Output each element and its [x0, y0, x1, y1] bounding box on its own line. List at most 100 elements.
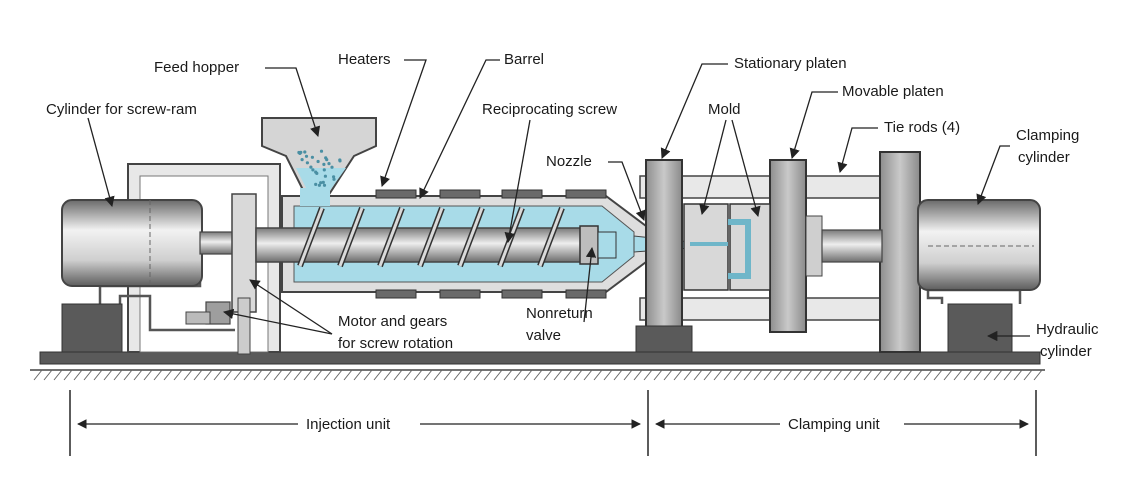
- hatch-line: [704, 370, 712, 380]
- hatch-line: [834, 370, 842, 380]
- pellet: [317, 160, 320, 163]
- label-cylinder-screw-ram: Cylinder for screw-ram: [46, 101, 197, 118]
- label-hydraulic-line2: cylinder: [1040, 343, 1092, 360]
- hatch-line: [684, 370, 692, 380]
- pellet: [322, 181, 325, 184]
- hatch-line: [154, 370, 162, 380]
- mold-halves: [684, 204, 770, 290]
- hatch-line: [134, 370, 142, 380]
- label-mold: Mold: [708, 101, 741, 118]
- hatch-line: [194, 370, 202, 380]
- hatch-line: [294, 370, 302, 380]
- hatch-line: [384, 370, 392, 380]
- label-reciprocating-screw: Reciprocating screw: [482, 101, 617, 118]
- hatch-line: [534, 370, 542, 380]
- hatch-line: [764, 370, 772, 380]
- unit-dimension-lines: [70, 390, 1036, 456]
- hatch-line: [454, 370, 462, 380]
- pellet: [323, 184, 326, 187]
- hatch-line: [144, 370, 152, 380]
- hatch-line: [1034, 370, 1042, 380]
- pellet: [332, 175, 335, 178]
- hatch-line: [674, 370, 682, 380]
- heater-band-top: [502, 190, 542, 198]
- pellet: [338, 159, 341, 162]
- hatch-line: [814, 370, 822, 380]
- heater-band-top: [440, 190, 480, 198]
- hatch-line: [254, 370, 262, 380]
- hatch-line: [224, 370, 232, 380]
- hatch-line: [464, 370, 472, 380]
- pellet: [323, 168, 326, 171]
- hatch-line: [874, 370, 882, 380]
- hatch-line: [964, 370, 972, 380]
- hatch-line: [994, 370, 1002, 380]
- hatch-line: [284, 370, 292, 380]
- hatch-line: [974, 370, 982, 380]
- hatch-line: [804, 370, 812, 380]
- hatch-line: [934, 370, 942, 380]
- label-injection-unit: Injection unit: [306, 416, 391, 433]
- label-tie-rods: Tie rods (4): [884, 119, 960, 136]
- hatch-line: [784, 370, 792, 380]
- hatch-line: [394, 370, 402, 380]
- hatch-line: [344, 370, 352, 380]
- hatch-line: [84, 370, 92, 380]
- hatch-line: [34, 370, 42, 380]
- hatch-line: [414, 370, 422, 380]
- hatch-line: [904, 370, 912, 380]
- heater-band-top: [566, 190, 606, 198]
- hatch-line: [634, 370, 642, 380]
- label-nonreturn-line1: Nonreturn: [526, 305, 593, 322]
- hatch-line: [794, 370, 802, 380]
- hatch-line: [894, 370, 902, 380]
- pellet: [322, 163, 325, 166]
- hatch-line: [984, 370, 992, 380]
- hatch-line: [1014, 370, 1022, 380]
- hatch-line: [654, 370, 662, 380]
- pellet: [305, 155, 308, 158]
- hatch-line: [434, 370, 442, 380]
- label-motor-gears-line2: for screw rotation: [338, 335, 453, 352]
- hatch-line: [104, 370, 112, 380]
- label-clamping-unit: Clamping unit: [788, 416, 881, 433]
- hatch-line: [734, 370, 742, 380]
- hatch-line: [524, 370, 532, 380]
- heater-band-bottom: [440, 290, 480, 298]
- hatch-line: [44, 370, 52, 380]
- stationary-platen-body: [646, 160, 682, 332]
- hatch-line: [444, 370, 452, 380]
- heater-band-top: [376, 190, 416, 198]
- rear-platen-body: [880, 152, 920, 352]
- hatch-line: [754, 370, 762, 380]
- pellet: [318, 184, 321, 187]
- hatch-line: [944, 370, 952, 380]
- hatch-line: [334, 370, 342, 380]
- pellet: [330, 166, 333, 169]
- hatch-line: [474, 370, 482, 380]
- hatch-line: [614, 370, 622, 380]
- label-nozzle: Nozzle: [546, 153, 592, 170]
- hatch-line: [374, 370, 382, 380]
- hatch-line: [244, 370, 252, 380]
- hatch-line: [94, 370, 102, 380]
- hatch-line: [714, 370, 722, 380]
- hatch-line: [664, 370, 672, 380]
- hatch-line: [214, 370, 222, 380]
- hatch-line: [314, 370, 322, 380]
- hatch-line: [594, 370, 602, 380]
- pellet: [327, 162, 330, 165]
- hatch-line: [914, 370, 922, 380]
- hatch-line: [264, 370, 272, 380]
- heater-band-bottom: [566, 290, 606, 298]
- clamping-ram: [822, 200, 1040, 290]
- hatch-line: [824, 370, 832, 380]
- pellet: [314, 183, 317, 186]
- hatch-line: [724, 370, 732, 380]
- label-heaters: Heaters: [338, 51, 391, 68]
- hatch-line: [164, 370, 172, 380]
- label-movable-platen: Movable platen: [842, 83, 944, 100]
- hatch-line: [54, 370, 62, 380]
- hatch-line: [364, 370, 372, 380]
